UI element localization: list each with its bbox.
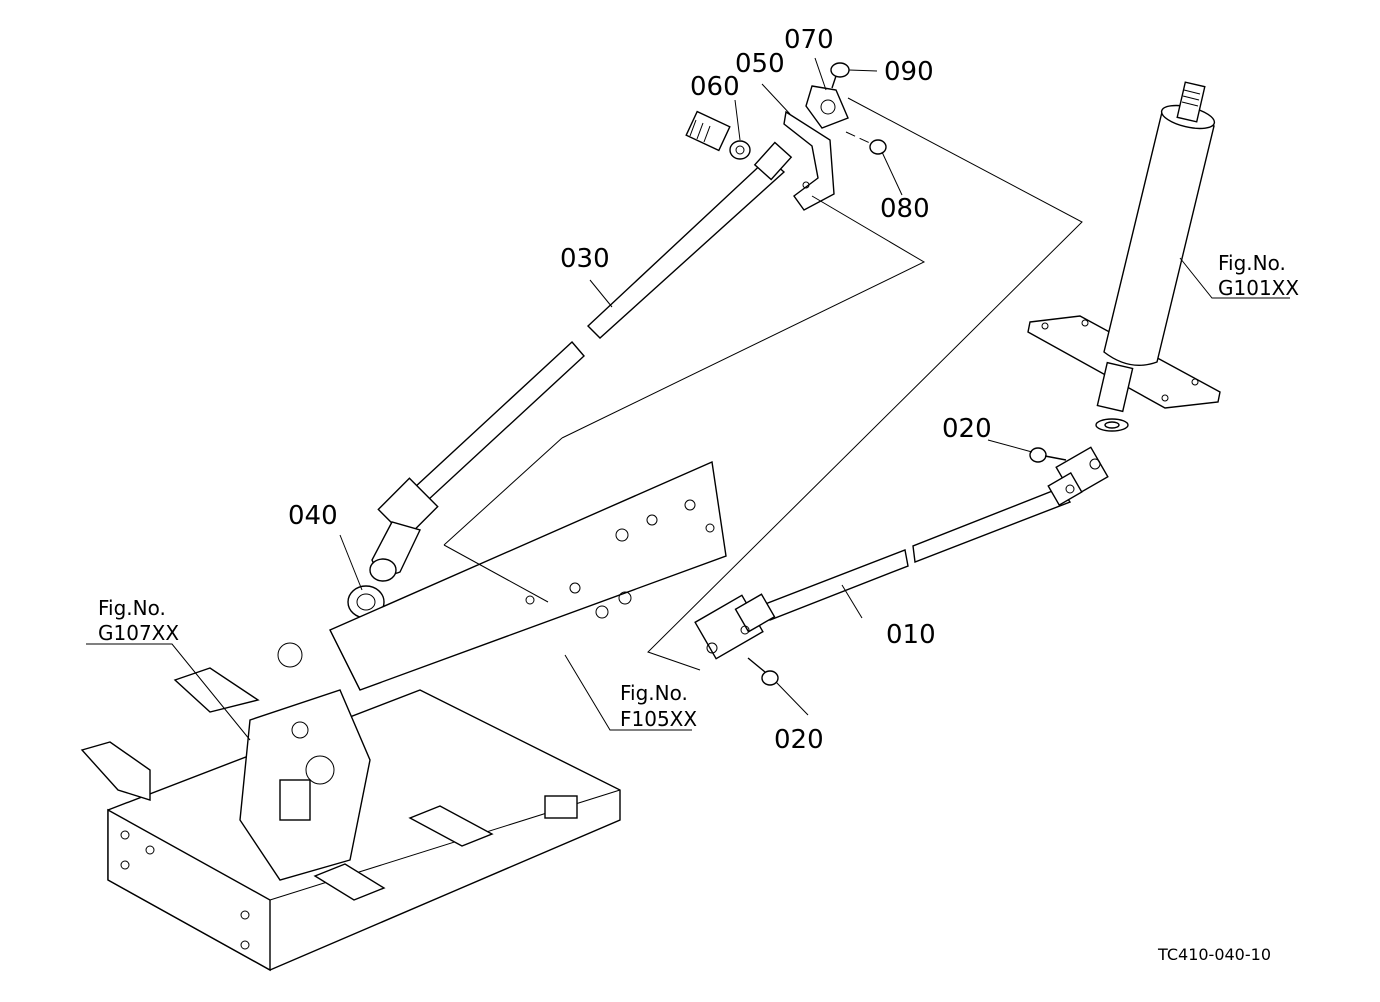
label-080: 080 xyxy=(880,194,930,224)
label-090: 090 xyxy=(884,57,934,87)
frame-assembly xyxy=(80,460,727,972)
steering-column xyxy=(1027,81,1221,432)
shaft-030 xyxy=(369,141,793,582)
bracket-hardware xyxy=(685,62,887,211)
label-040: 040 xyxy=(288,501,338,531)
ref-g107-line1: Fig.No. xyxy=(98,596,166,620)
label-030: 030 xyxy=(560,244,610,274)
label-020-bottom: 020 xyxy=(774,725,824,755)
ref-g101-line1: Fig.No. xyxy=(1218,251,1286,275)
ref-g107-line2: G107XX xyxy=(98,621,179,645)
label-070: 070 xyxy=(784,25,834,55)
reference-lines xyxy=(86,57,1290,741)
label-010: 010 xyxy=(886,620,936,650)
drawing-code: TC410-040-10 xyxy=(1157,945,1271,964)
shaft-010 xyxy=(694,446,1109,686)
ref-g101-line2: G101XX xyxy=(1218,276,1299,300)
label-050: 050 xyxy=(735,49,785,79)
label-060: 060 xyxy=(690,72,740,102)
label-020-top: 020 xyxy=(942,414,992,444)
ref-f105-line2: F105XX xyxy=(620,707,697,731)
ref-f105-line1: Fig.No. xyxy=(620,681,688,705)
